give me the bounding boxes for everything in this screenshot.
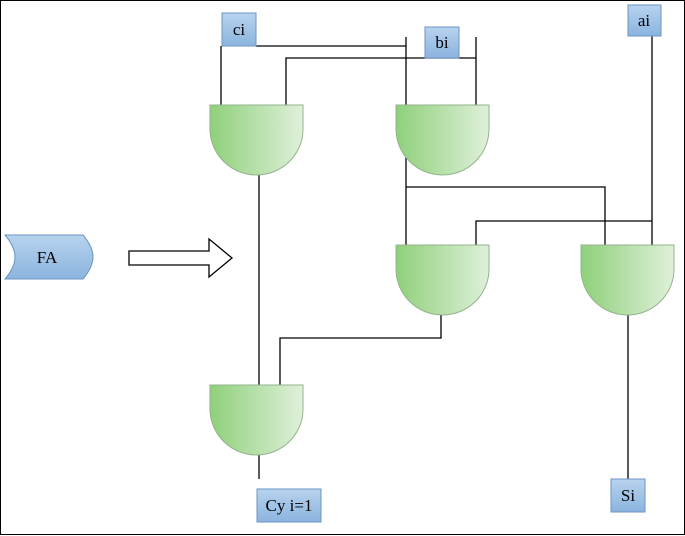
and-gate-4 bbox=[580, 244, 675, 316]
wire-gate3-out bbox=[279, 315, 442, 385]
and-gate-icon bbox=[209, 104, 304, 176]
wire-gate2-to-gate4 bbox=[406, 186, 606, 245]
label-box-ai: ai bbox=[627, 4, 662, 37]
label-ai: ai bbox=[638, 11, 651, 30]
and-gate-icon bbox=[395, 244, 490, 316]
label-box-bi: bi bbox=[424, 26, 460, 59]
wire-ai-to-gate3 bbox=[475, 220, 652, 245]
and-gate-icon bbox=[209, 384, 304, 456]
label-box-ci: ci bbox=[221, 12, 257, 47]
wire-bi-to-gate1 bbox=[285, 57, 476, 105]
and-gate-icon bbox=[580, 244, 675, 316]
tag-shape-icon bbox=[3, 234, 94, 280]
and-gate-1 bbox=[209, 104, 304, 176]
label-sum: Si bbox=[621, 486, 635, 505]
label-carry-out: Cy i=1 bbox=[266, 496, 313, 515]
fa-tag: FA bbox=[3, 234, 94, 280]
and-gate-3 bbox=[395, 244, 490, 316]
label-bi: bi bbox=[435, 33, 449, 52]
and-gate-icon bbox=[395, 104, 490, 176]
and-gate-5 bbox=[209, 384, 304, 456]
wires bbox=[220, 36, 653, 479]
and-gate-2 bbox=[395, 104, 490, 176]
label-box-carry-out: Cy i=1 bbox=[256, 488, 322, 523]
label-fa: FA bbox=[37, 248, 58, 267]
right-arrow-icon bbox=[128, 237, 234, 279]
label-box-sum: Si bbox=[610, 478, 646, 513]
label-ci: ci bbox=[233, 20, 246, 39]
